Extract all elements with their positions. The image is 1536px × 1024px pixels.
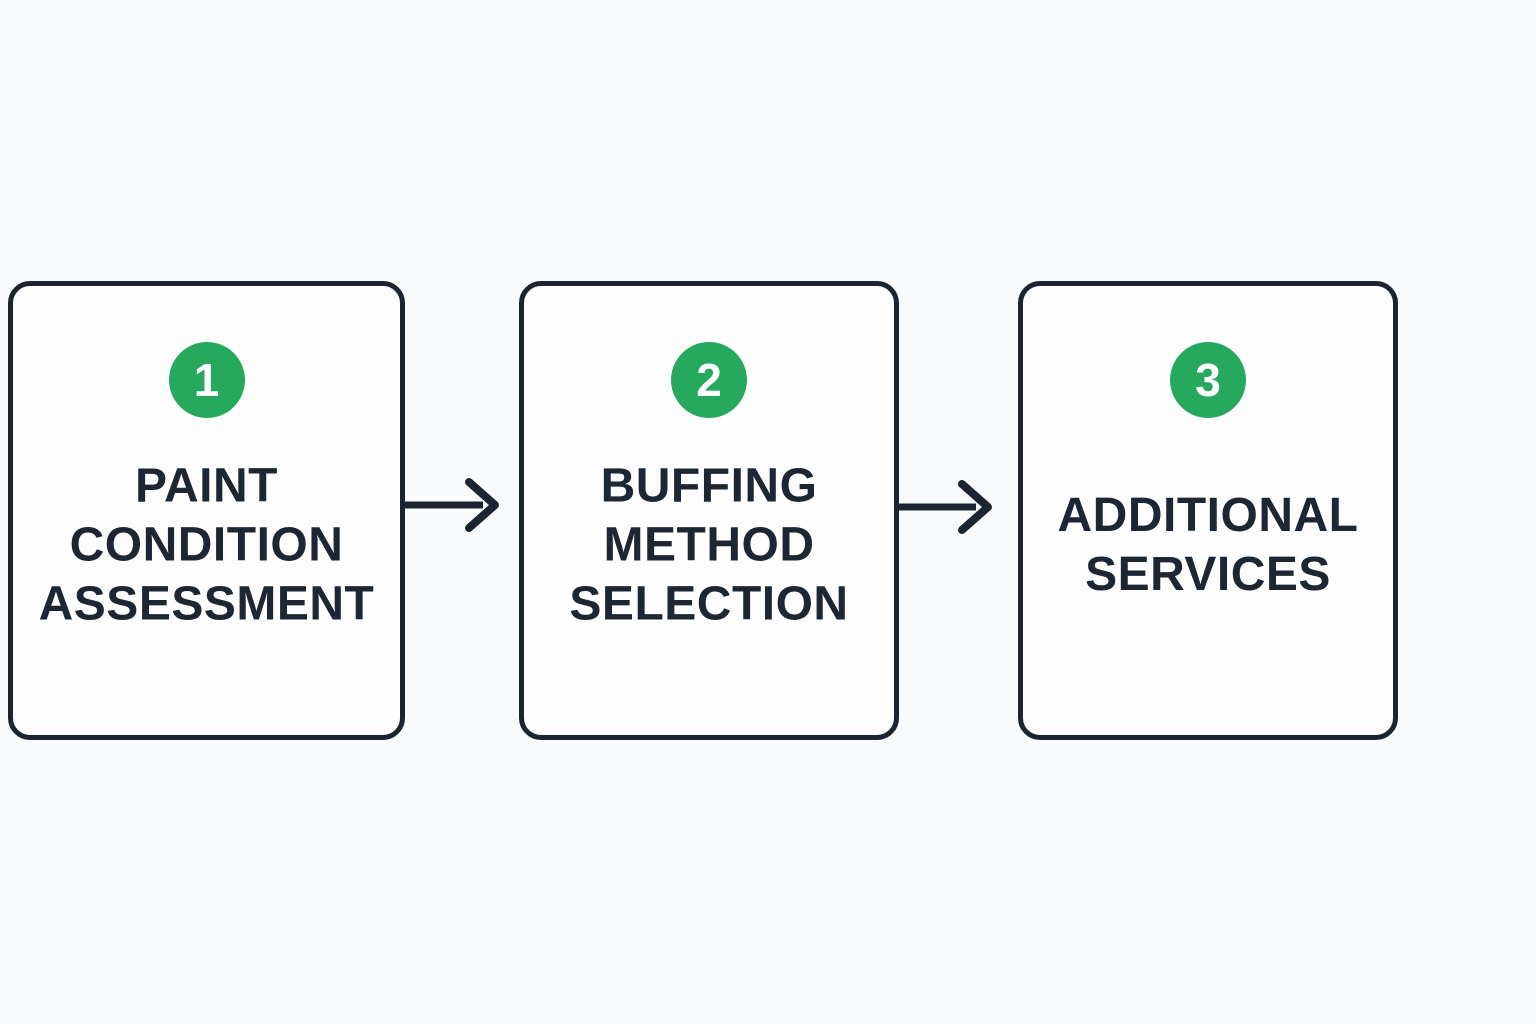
step-2-title-line-2: METHOD — [603, 518, 815, 572]
step-3-number-badge: 3 — [1170, 342, 1246, 418]
step-1-title-line-2: CONDITION — [69, 518, 344, 572]
step-2-title: BUFFING METHOD SELECTION — [530, 457, 888, 634]
arrow-right-icon — [897, 480, 992, 534]
step-1-title-line-1: PAINT — [135, 459, 278, 513]
step-2-title-line-3: SELECTION — [569, 577, 849, 631]
step-2-number: 2 — [696, 354, 722, 406]
arrow-right-icon — [404, 478, 499, 532]
step-box-buffing-method-selection: 2 BUFFING METHOD SELECTION — [519, 281, 899, 740]
step-3-title: ADDITIONAL SERVICES — [1029, 486, 1387, 604]
step-3-title-line-1: ADDITIONAL — [1057, 489, 1359, 542]
step-1-number-badge: 1 — [168, 342, 245, 418]
step-1-number: 1 — [193, 354, 220, 406]
step-1-title-line-3: ASSESSMENT — [38, 577, 375, 631]
step-2-number-badge: 2 — [671, 342, 747, 418]
step-2-title-line-1: BUFFING — [600, 459, 818, 513]
step-3-title-line-2: SERVICES — [1085, 548, 1331, 601]
step-box-paint-condition-assessment: 1 PAINT CONDITION ASSESSMENT — [8, 281, 405, 740]
step-3-number: 3 — [1195, 354, 1221, 406]
step-box-additional-services: 3 ADDITIONAL SERVICES — [1018, 281, 1398, 740]
step-1-title: PAINT CONDITION ASSESSMENT — [19, 457, 394, 634]
